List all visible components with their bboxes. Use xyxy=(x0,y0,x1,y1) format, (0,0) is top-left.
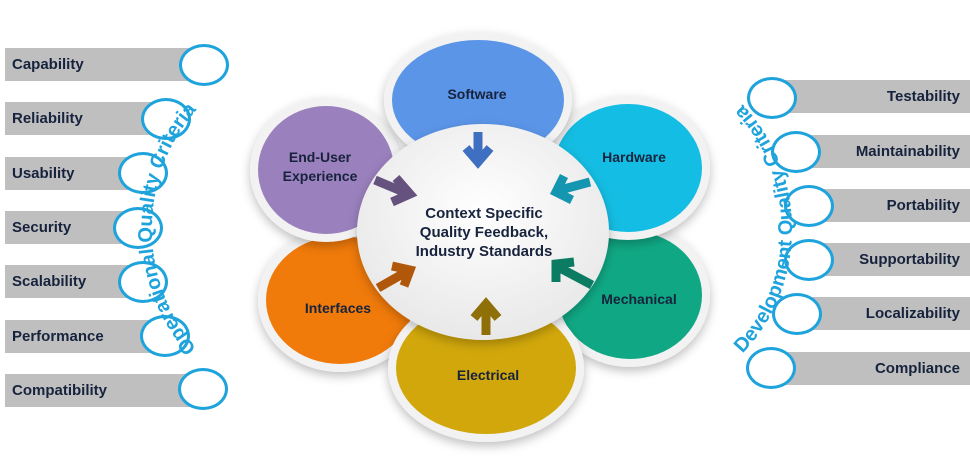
center-text-line-3: Industry Standards xyxy=(416,243,553,260)
ring-icon xyxy=(784,239,834,281)
arrow-icon-end-user xyxy=(373,175,418,207)
petal-label-electrical: Electrical xyxy=(457,367,519,383)
center-text-line-1: Context Specific xyxy=(425,205,543,222)
criteria-bar-portability: Portability xyxy=(810,189,970,222)
ring-icon xyxy=(113,207,163,249)
development-title-path: Development Quality Criteria xyxy=(729,100,797,357)
center-circle xyxy=(357,124,609,340)
criteria-label: Maintainability xyxy=(855,143,960,160)
ring-icon xyxy=(747,77,797,119)
criteria-label: Security xyxy=(12,219,72,236)
arrow-icon-software xyxy=(462,132,494,169)
criteria-bar-usability: Usability xyxy=(5,157,138,190)
arrow-icon-mechanical xyxy=(551,257,595,289)
development-quality-title: Development Quality Criteria xyxy=(729,100,797,357)
ring-icon xyxy=(140,315,190,357)
petal-shape xyxy=(258,106,394,234)
arrow-icon-interfaces xyxy=(375,261,417,292)
criteria-bar-localizability: Localizability xyxy=(795,297,970,330)
arrow-icon-hardware xyxy=(549,173,592,205)
criteria-label: Reliability xyxy=(12,110,83,127)
ring-icon xyxy=(771,131,821,173)
criteria-label: Usability xyxy=(12,165,75,182)
criteria-label: Localizability xyxy=(865,305,960,322)
petal-label-end-user-1: End-User xyxy=(289,149,352,165)
criteria-bar-reliability: Reliability xyxy=(5,102,162,135)
ring-icon xyxy=(118,152,168,194)
ring-icon xyxy=(772,293,822,335)
criteria-bar-compatibility: Compatibility xyxy=(5,374,195,407)
arrow-icon-electrical xyxy=(470,297,502,335)
petal-label-software: Software xyxy=(447,86,506,102)
criteria-bar-scalability: Scalability xyxy=(5,265,137,298)
petal-shape xyxy=(396,302,576,434)
criteria-label: Portability xyxy=(886,197,960,214)
petal-label-interfaces: Interfaces xyxy=(305,300,371,316)
criteria-bar-supportability: Supportability xyxy=(810,243,970,276)
center-text-line-2: Quality Feedback, xyxy=(420,224,548,241)
criteria-label: Testability xyxy=(886,88,960,105)
petal-label-end-user-2: Experience xyxy=(283,168,358,184)
petal-label-mechanical: Mechanical xyxy=(601,291,676,307)
ring-icon xyxy=(784,185,834,227)
criteria-label: Scalability xyxy=(12,273,87,290)
criteria-bar-compliance: Compliance xyxy=(770,352,970,385)
criteria-bar-maintainability: Maintainability xyxy=(795,135,970,168)
operational-title-path: Operational Quality Criteria xyxy=(135,98,201,359)
operational-quality-title: Operational Quality Criteria xyxy=(135,98,201,359)
ring-icon xyxy=(179,44,229,86)
ring-icon xyxy=(118,261,168,303)
criteria-bar-capability: Capability xyxy=(5,48,200,81)
criteria-bar-performance: Performance xyxy=(5,320,160,353)
criteria-label: Capability xyxy=(12,56,84,73)
ring-icon xyxy=(141,98,191,140)
criteria-label: Compatibility xyxy=(12,382,108,399)
criteria-label: Compliance xyxy=(874,360,960,377)
criteria-bar-security: Security xyxy=(5,211,133,244)
petal-label-hardware: Hardware xyxy=(602,149,666,165)
criteria-bar-testability: Testability xyxy=(770,80,970,113)
criteria-label: Supportability xyxy=(859,251,960,268)
ring-icon xyxy=(746,347,796,389)
ring-icon xyxy=(178,368,228,410)
criteria-label: Performance xyxy=(12,328,104,345)
